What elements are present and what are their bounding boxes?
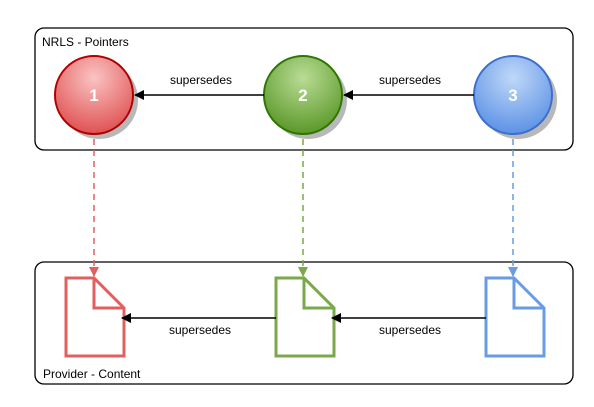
pointer-1-node[interactable]: 1 <box>54 55 138 139</box>
provider-content-title: Provider - Content <box>43 367 141 381</box>
pointer-3-node[interactable]: 3 <box>473 55 557 139</box>
pointer-2-node[interactable]: 2 <box>263 55 347 139</box>
document-2-supersedes-1-label: supersedes <box>169 323 231 337</box>
document-3-supersedes-2-label: supersedes <box>379 323 441 337</box>
pointer-2-supersedes-1-label: supersedes <box>170 73 232 87</box>
pointer-3-supersedes-2-label: supersedes <box>379 73 441 87</box>
document-1-icon[interactable] <box>64 276 126 358</box>
document-2-icon[interactable] <box>274 276 336 358</box>
document-3-icon[interactable] <box>484 276 546 358</box>
nrls-pointers-title: NRLS - Pointers <box>42 35 129 49</box>
pointer-3-label: 3 <box>508 86 517 105</box>
pointer-2-label: 2 <box>298 86 307 105</box>
pointer-1-label: 1 <box>89 86 98 105</box>
